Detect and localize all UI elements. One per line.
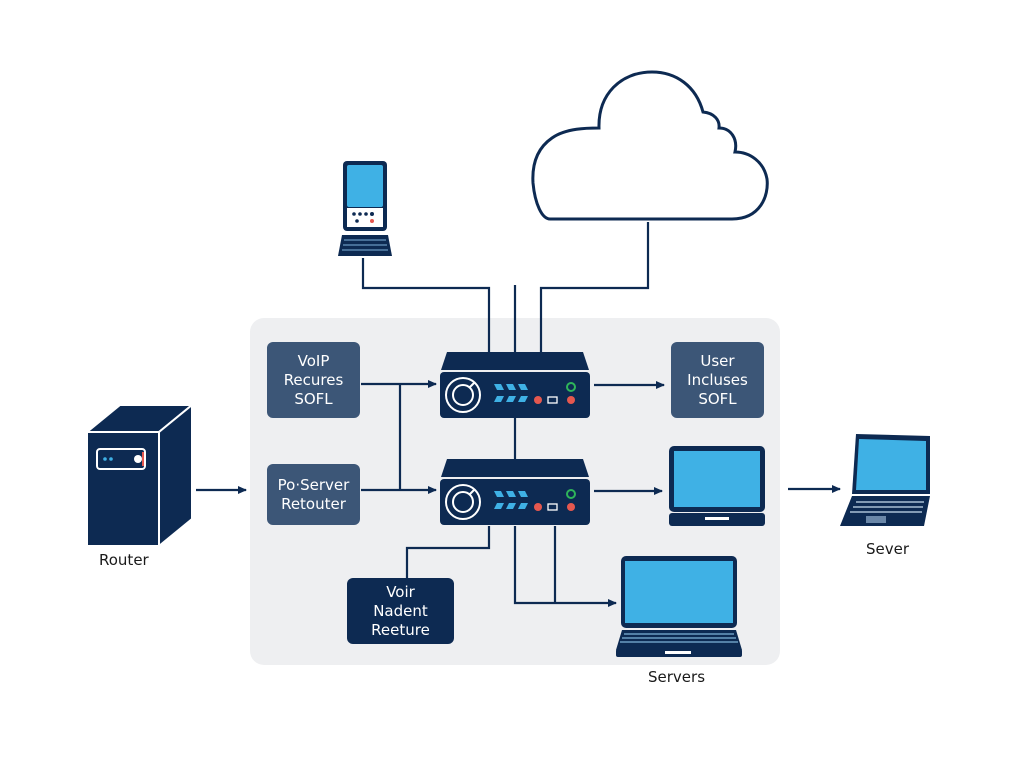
voip-resources-box[interactable]: VoIP Recures SOFL xyxy=(267,342,360,418)
sever-label: Sever xyxy=(866,540,910,558)
network-switch-icon[interactable] xyxy=(439,350,591,420)
monitor-icon[interactable] xyxy=(667,444,767,528)
cloud-icon xyxy=(531,70,769,221)
laptop-icon[interactable] xyxy=(838,432,934,530)
servers-label: Servers xyxy=(648,668,706,686)
edge-cloud-switch xyxy=(539,222,650,352)
voir-nadent-box[interactable]: Voir Nadent Reeture xyxy=(347,578,454,644)
edge-switch-laptop xyxy=(513,526,617,607)
user-includes-box[interactable]: User Incluses SOFL xyxy=(671,342,764,418)
edge-switch-voir xyxy=(405,526,491,578)
server-tower-icon xyxy=(84,402,195,547)
desktop-terminal-icon[interactable] xyxy=(336,160,396,260)
po-server-router-box[interactable]: Po·Server Retouter xyxy=(267,464,360,525)
laptop-icon[interactable] xyxy=(612,554,746,658)
edge-terminal-switch xyxy=(361,258,491,352)
network-switch-icon[interactable] xyxy=(439,457,591,527)
router-label: Router xyxy=(99,551,149,569)
